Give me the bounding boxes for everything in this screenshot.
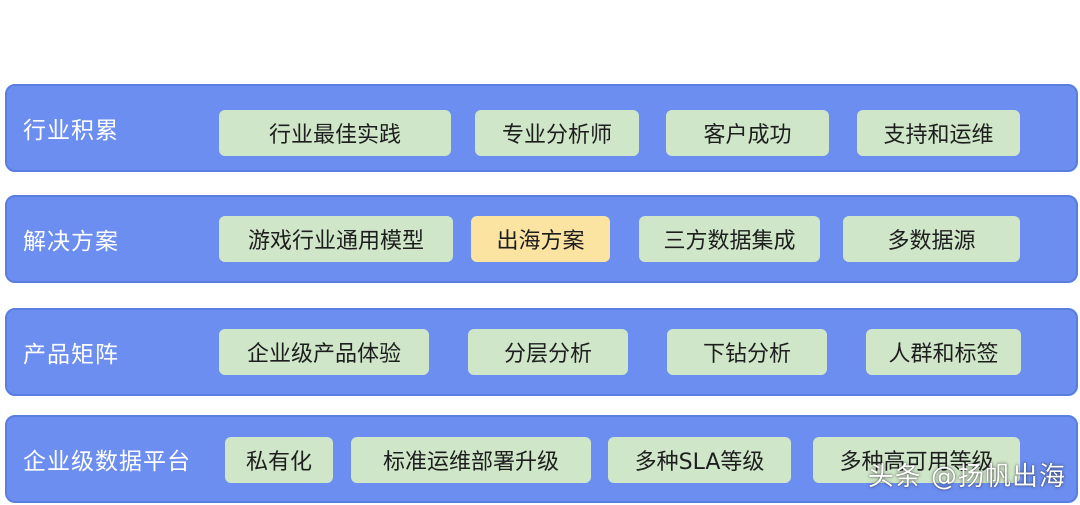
chip-audience-tags: 人群和标签 (866, 329, 1021, 375)
chip-enterprise-experience: 企业级产品体验 (219, 329, 429, 375)
row-solutions: 解决方案 游戏行业通用模型 出海方案 三方数据集成 多数据源 (5, 195, 1078, 283)
chip-privatization: 私有化 (225, 437, 333, 483)
row-label: 企业级数据平台 (23, 449, 191, 475)
row-data-platform: 企业级数据平台 私有化 标准运维部署升级 多种SLA等级 多种高可用等级 (5, 415, 1078, 503)
chip-drilldown-analysis: 下钻分析 (667, 329, 827, 375)
watermark-text: 头条 @扬帆出海 (867, 462, 1066, 492)
chip-analyst: 专业分析师 (475, 110, 639, 156)
chip-game-model: 游戏行业通用模型 (219, 216, 453, 262)
chip-third-party-data: 三方数据集成 (639, 216, 820, 262)
chip-overseas-solution: 出海方案 (471, 216, 610, 262)
chip-layered-analysis: 分层分析 (468, 329, 628, 375)
row-label: 解决方案 (23, 229, 119, 255)
chip-high-availability: 多种高可用等级 (813, 437, 1020, 483)
row-industry-accumulation: 行业积累 行业最佳实践 专业分析师 客户成功 支持和运维 (5, 84, 1078, 172)
row-label: 行业积累 (23, 118, 119, 144)
chip-multi-source: 多数据源 (843, 216, 1020, 262)
chip-best-practice: 行业最佳实践 (219, 110, 451, 156)
row-label: 产品矩阵 (23, 342, 119, 368)
chip-standard-ops: 标准运维部署升级 (351, 437, 591, 483)
chip-sla-levels: 多种SLA等级 (608, 437, 791, 483)
chip-support-ops: 支持和运维 (857, 110, 1020, 156)
row-product-matrix: 产品矩阵 企业级产品体验 分层分析 下钻分析 人群和标签 (5, 308, 1078, 396)
chip-customer-success: 客户成功 (666, 110, 829, 156)
